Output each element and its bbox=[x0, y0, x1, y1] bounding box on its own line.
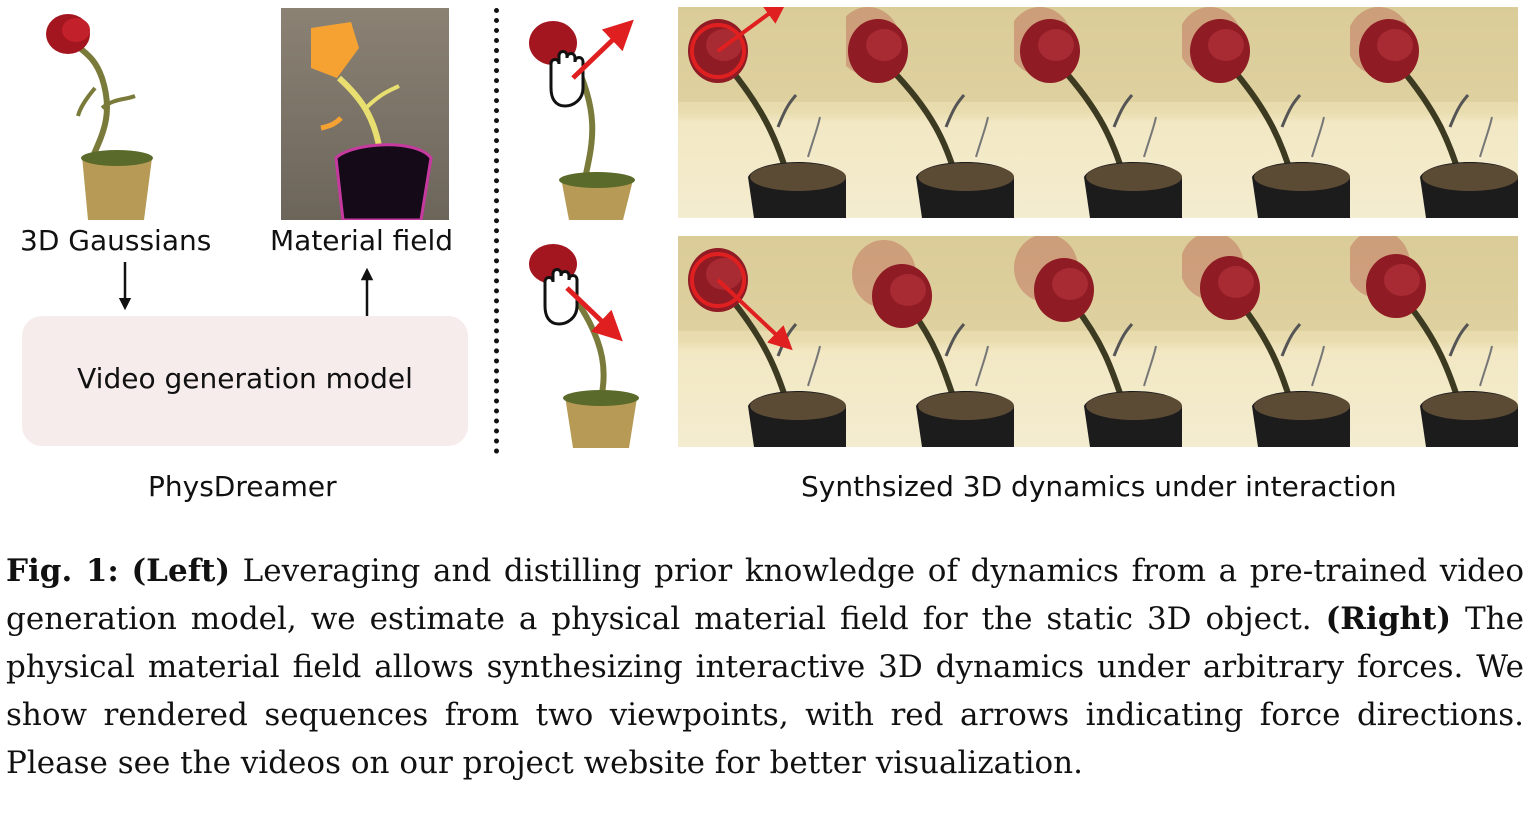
right-panel: Synthsized 3D dynamics under interaction bbox=[505, 0, 1525, 510]
sequence-frame-top-3 bbox=[1014, 7, 1182, 218]
sequence-frame-top-4 bbox=[1182, 7, 1350, 218]
sequence-frame-bottom-4 bbox=[1182, 236, 1350, 447]
up-arrow-icon bbox=[360, 267, 374, 316]
video-generation-model-box: Video generation model bbox=[22, 316, 468, 446]
down-arrow-icon bbox=[118, 262, 132, 311]
sequence-frame-bottom-3 bbox=[1014, 236, 1182, 447]
left-text: Leveraging and distilling prior knowledg… bbox=[6, 553, 1524, 637]
material-field-image bbox=[281, 8, 449, 220]
sequence-frame-top-1 bbox=[678, 7, 846, 218]
figure-caption: Fig. 1: (Left) Leveraging and distilling… bbox=[6, 547, 1524, 787]
sequence-frame-bottom-1 bbox=[678, 236, 846, 447]
sequence-frame-bottom-2 bbox=[846, 236, 1014, 447]
gaussians-label: 3D Gaussians bbox=[20, 224, 212, 257]
sequence-frame-top-5 bbox=[1350, 7, 1518, 218]
hand-icon bbox=[543, 268, 579, 326]
sequence-frame-top-2 bbox=[846, 7, 1014, 218]
dynamics-title: Synthsized 3D dynamics under interaction bbox=[801, 470, 1397, 503]
right-tag: (Right) bbox=[1325, 601, 1452, 637]
model-box-label: Video generation model bbox=[77, 362, 413, 395]
interaction-rose-bottom bbox=[529, 244, 639, 448]
material-field-label: Material field bbox=[270, 224, 454, 257]
physdreamer-title: PhysDreamer bbox=[148, 470, 337, 503]
interaction-rose-top bbox=[529, 19, 635, 220]
right-text: The physical material field allows synth… bbox=[6, 601, 1524, 781]
dotted-divider bbox=[494, 8, 499, 454]
hand-icon bbox=[549, 50, 585, 108]
fig-label: Fig. 1: bbox=[6, 553, 119, 589]
gaussians-rose-image bbox=[46, 14, 153, 220]
left-panel: 3D Gaussians Material field Video genera… bbox=[0, 0, 480, 510]
sequence-frame-bottom-5 bbox=[1350, 236, 1518, 447]
left-tag: (Left) bbox=[131, 553, 231, 589]
